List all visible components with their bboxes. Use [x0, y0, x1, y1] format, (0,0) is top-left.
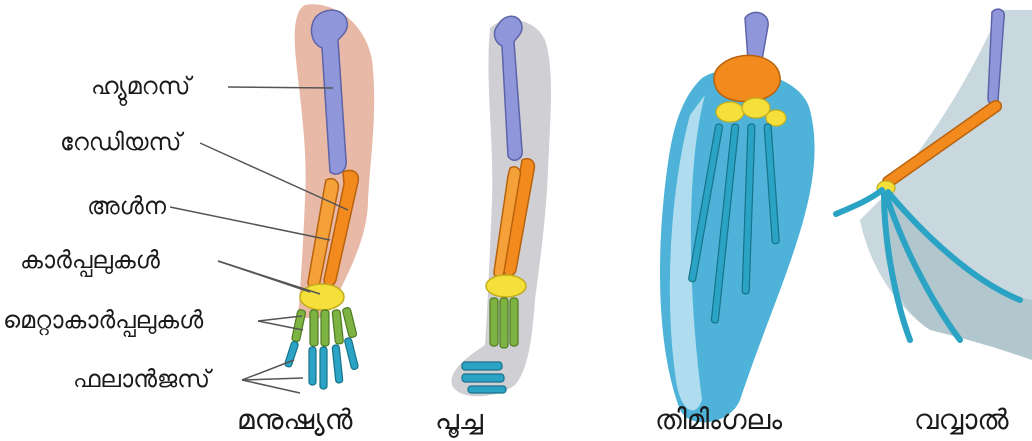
whale-radius-ulna [714, 55, 780, 101]
caption-whale: തിമിംഗലം [655, 404, 782, 436]
label-humerus: ഹ്യുമറസ് [91, 72, 190, 100]
cat-carpals [486, 275, 526, 297]
leader-phalanges-3 [242, 380, 300, 393]
label-carpals: കാർപ്പലുകൾ [20, 246, 160, 274]
human-arm [284, 4, 374, 389]
leader-phalanges-2 [242, 378, 303, 380]
caption-cat: പൂച്ച [435, 404, 483, 436]
caption-bat: വവ്വാൽ [914, 404, 1009, 436]
cat-metacarpals [490, 298, 518, 348]
bat-wing [836, 9, 1032, 360]
label-phalanges: ഫലാൻജസ് [73, 365, 210, 393]
cat-leg [452, 16, 552, 396]
leader-phalanges-1 [242, 360, 294, 380]
label-radius: റേഡിയസ് [60, 128, 181, 156]
whale-flipper [660, 12, 815, 422]
cat-phalanges [462, 362, 506, 393]
human-carpals [300, 284, 344, 310]
leader-humerus [228, 87, 333, 88]
caption-human: മനുഷ്യൻ [237, 404, 352, 436]
label-metacarpals: മെറ്റാകാർപ്പലുകൾ [3, 306, 203, 334]
label-ulna: അൾന [87, 192, 166, 220]
